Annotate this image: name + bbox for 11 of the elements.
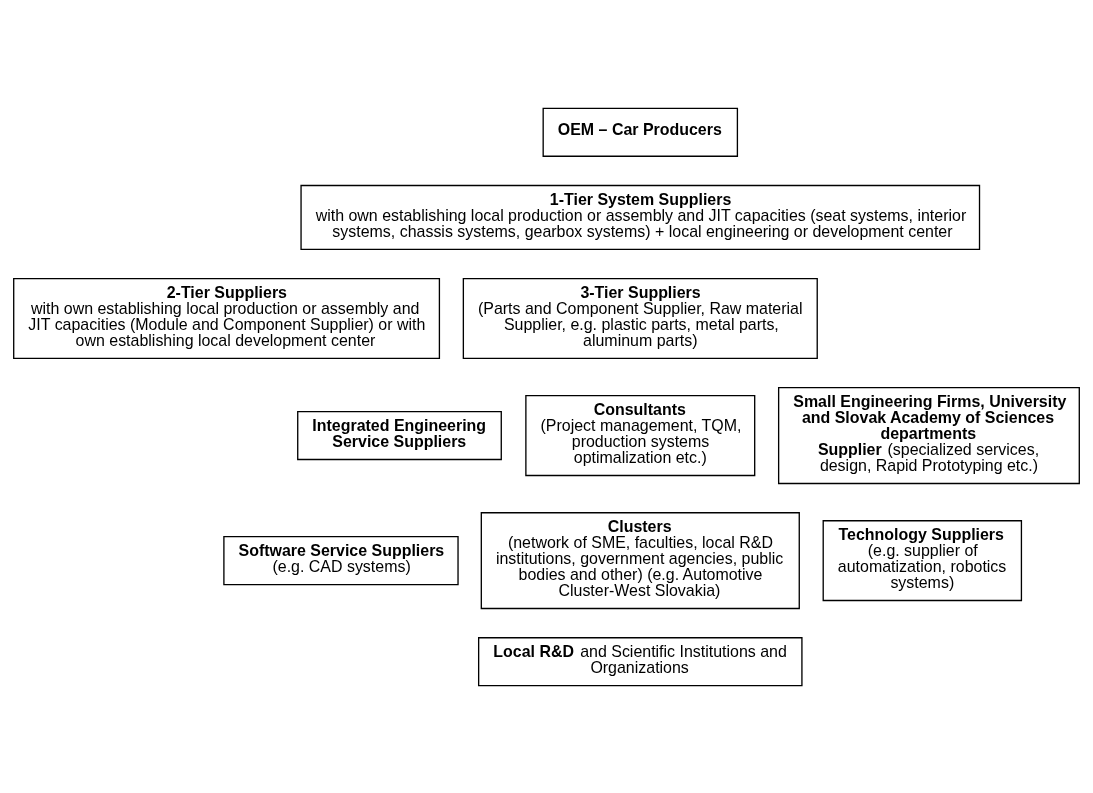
node-box: 2-Tier Suppliers with own establishing local production or assembly and JIT capacities (Module and Component Supplier) or with own establishing local development center [13,277,441,359]
node-box: Consultants (Project management, TQM, production systems optimalization etc.) [525,394,756,476]
node-box: Local R&D and Scientific Institutions and Organizations [478,636,803,686]
node-box: Integrated Engineering Service Suppliers [297,410,502,460]
node-box: 1-Tier System Suppliers with own establishing local production or assembly and JIT capacities (seat systems, interior systems, chassis systems, gearbox systems) + local engineering or development center [300,184,981,250]
node-box: 3-Tier Suppliers (Parts and Component Supplier, Raw material Supplier, e.g. plastic parts, metal parts, aluminum parts) [462,277,818,359]
node-box: Software Service Suppliers (e.g. CAD systems) [223,535,459,585]
node-box: OEM – Car Producers [542,107,739,157]
node-box: Clusters (network of SME, faculties, local R&D institutions, government agencies, public bodies and other) (e.g. Automotive Cluster-West Slovakia) [480,511,800,609]
node-box: Small Engineering Firms, University and Slovak Academy of Sciences departments Supplier (specialized services, design, Rapid Prototyping etc.) [777,386,1080,484]
node-box: Technology Suppliers (e.g. supplier of automatization, robotics systems) [822,519,1023,601]
